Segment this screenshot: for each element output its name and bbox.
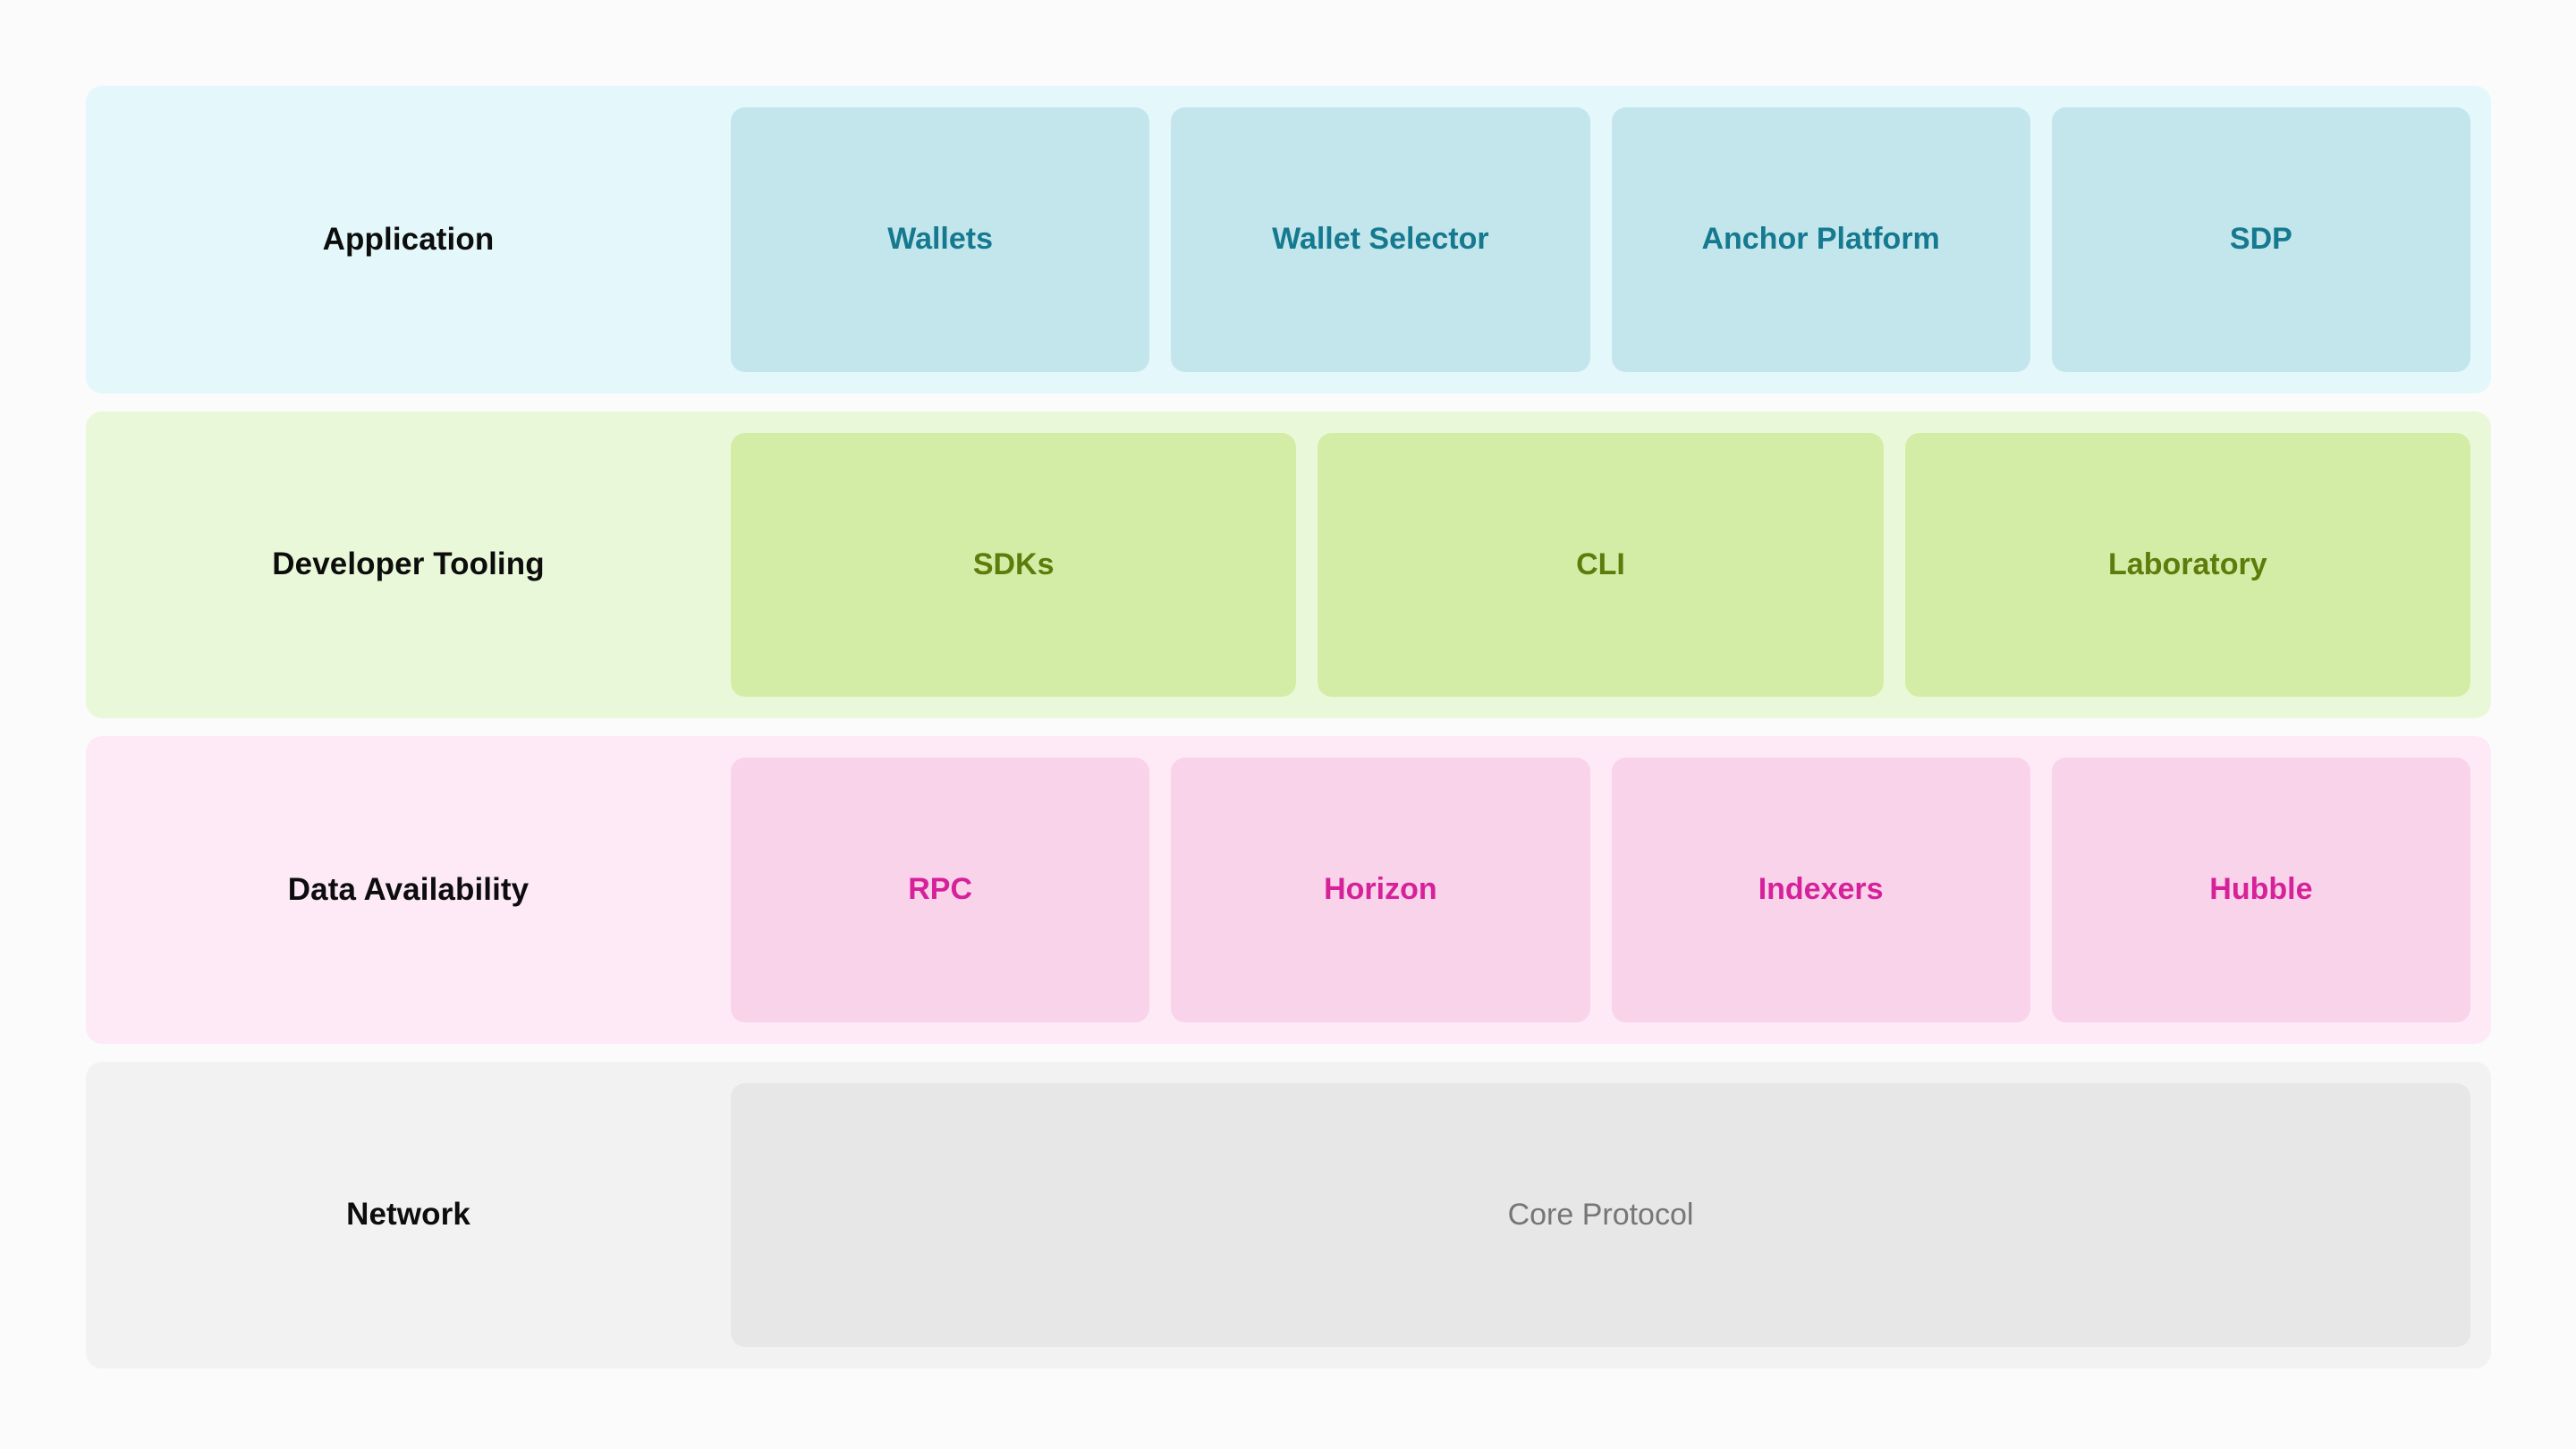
card-laboratory[interactable]: Laboratory (1904, 432, 2470, 697)
layer-row-application: Application Wallets Wallet Selector Anch… (86, 86, 2491, 394)
card-cli[interactable]: CLI (1318, 432, 1884, 697)
layer-label-application: Application (322, 221, 495, 257)
layer-cards-network: Core Protocol (731, 1062, 2491, 1369)
card-hubble[interactable]: Hubble (2051, 758, 2470, 1022)
card-label-horizon: Horizon (1324, 872, 1437, 907)
layer-label-cell-data-availability: Data Availability (86, 736, 731, 1044)
layer-label-cell-developer-tooling: Developer Tooling (86, 411, 731, 719)
stack-diagram: Application Wallets Wallet Selector Anch… (86, 86, 2491, 1368)
layer-row-data-availability: Data Availability RPC Horizon Indexers H… (86, 736, 2491, 1044)
card-horizon[interactable]: Horizon (1171, 758, 1590, 1022)
layer-row-developer-tooling: Developer Tooling SDKs CLI Laboratory (86, 411, 2491, 719)
layer-label-cell-network: Network (86, 1062, 731, 1369)
card-label-laboratory: Laboratory (2108, 547, 2267, 581)
layer-cards-developer-tooling: SDKs CLI Laboratory (731, 411, 2491, 719)
card-label-sdp: SDP (2229, 222, 2292, 257)
layer-label-cell-application: Application (86, 86, 731, 394)
card-anchor-platform[interactable]: Anchor Platform (1611, 107, 2030, 372)
card-core-protocol[interactable]: Core Protocol (731, 1082, 2470, 1347)
card-label-cli: CLI (1576, 547, 1625, 581)
card-label-rpc: RPC (908, 872, 973, 907)
layer-label-network: Network (346, 1197, 470, 1233)
layer-cards-application: Wallets Wallet Selector Anchor Platform … (731, 86, 2491, 394)
card-indexers[interactable]: Indexers (1611, 758, 2030, 1022)
card-wallet-selector[interactable]: Wallet Selector (1171, 107, 1590, 372)
card-label-hubble: Hubble (2209, 872, 2313, 907)
card-label-wallets: Wallets (887, 222, 994, 257)
card-rpc[interactable]: RPC (731, 758, 1150, 1022)
card-label-wallet-selector: Wallet Selector (1272, 222, 1489, 257)
card-label-anchor-platform: Anchor Platform (1701, 222, 1940, 257)
layer-label-developer-tooling: Developer Tooling (272, 547, 545, 582)
card-label-sdks: SDKs (972, 547, 1055, 581)
card-label-indexers: Indexers (1758, 872, 1884, 907)
card-wallets[interactable]: Wallets (731, 107, 1150, 372)
card-sdks[interactable]: SDKs (731, 432, 1297, 697)
layer-cards-data-availability: RPC Horizon Indexers Hubble (731, 736, 2491, 1044)
card-sdp[interactable]: SDP (2051, 107, 2470, 372)
card-label-core-protocol: Core Protocol (1507, 1197, 1694, 1232)
layer-label-data-availability: Data Availability (287, 871, 530, 907)
layer-row-network: Network Core Protocol (86, 1061, 2491, 1369)
